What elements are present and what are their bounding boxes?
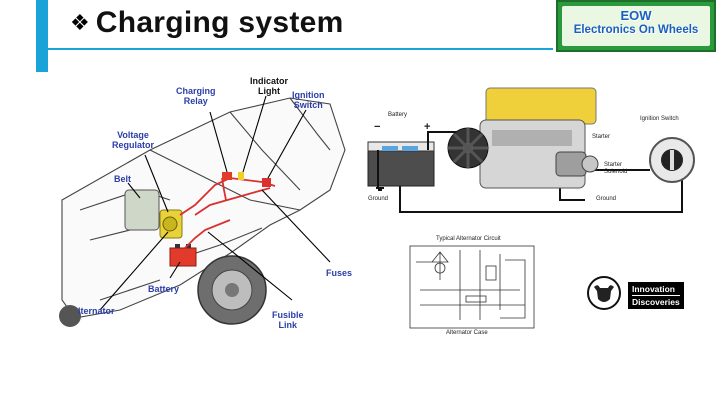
label-fuses: Fuses <box>326 268 353 278</box>
engine-bay <box>124 189 183 239</box>
logo-line-2: Electronics On Wheels <box>573 24 699 36</box>
accent-bar <box>36 0 48 72</box>
charging-relay-icon <box>222 172 232 180</box>
circuit-caption: Alternator Case <box>446 330 488 336</box>
label-battery: Battery <box>148 284 180 294</box>
label-engine-ignition-switch: Ignition Switch <box>640 116 679 122</box>
label-belt: Belt <box>114 174 132 184</box>
engine-block <box>447 87 599 189</box>
label-alternator: lternator <box>78 306 115 316</box>
video-overlay-icon <box>59 305 81 327</box>
leader-lines <box>99 95 331 311</box>
alternator-circuit-drawing <box>409 245 535 329</box>
circuit-title: Typical Alternator Circuit <box>436 236 501 242</box>
ignition-switch-dial <box>649 137 695 183</box>
bull-emblem-icon <box>587 276 621 310</box>
eow-logo: EOW Electronics On Wheels <box>556 0 716 52</box>
car-battery-icon <box>169 247 197 267</box>
ignition-switch-icon <box>262 178 271 187</box>
brand-label: Innovation Discoveries <box>628 282 684 309</box>
logo-panel <box>562 6 710 46</box>
label-plus: + <box>424 121 431 133</box>
label-engine-battery: Battery <box>388 112 408 118</box>
label-ground-left: Ground <box>368 196 389 202</box>
label-minus: − <box>374 121 381 133</box>
label-ground-right: Ground <box>596 196 617 202</box>
bullet-icon: ❖ <box>70 10 90 35</box>
logo-line-1: EOW <box>620 8 652 23</box>
slide-title: ❖ Charging system <box>70 6 344 40</box>
label-starter: Starter <box>592 134 611 140</box>
car-wheel <box>197 255 267 325</box>
title-underline <box>48 48 553 50</box>
indicator-light-icon <box>238 172 244 180</box>
title-text: Charging system <box>95 6 344 39</box>
